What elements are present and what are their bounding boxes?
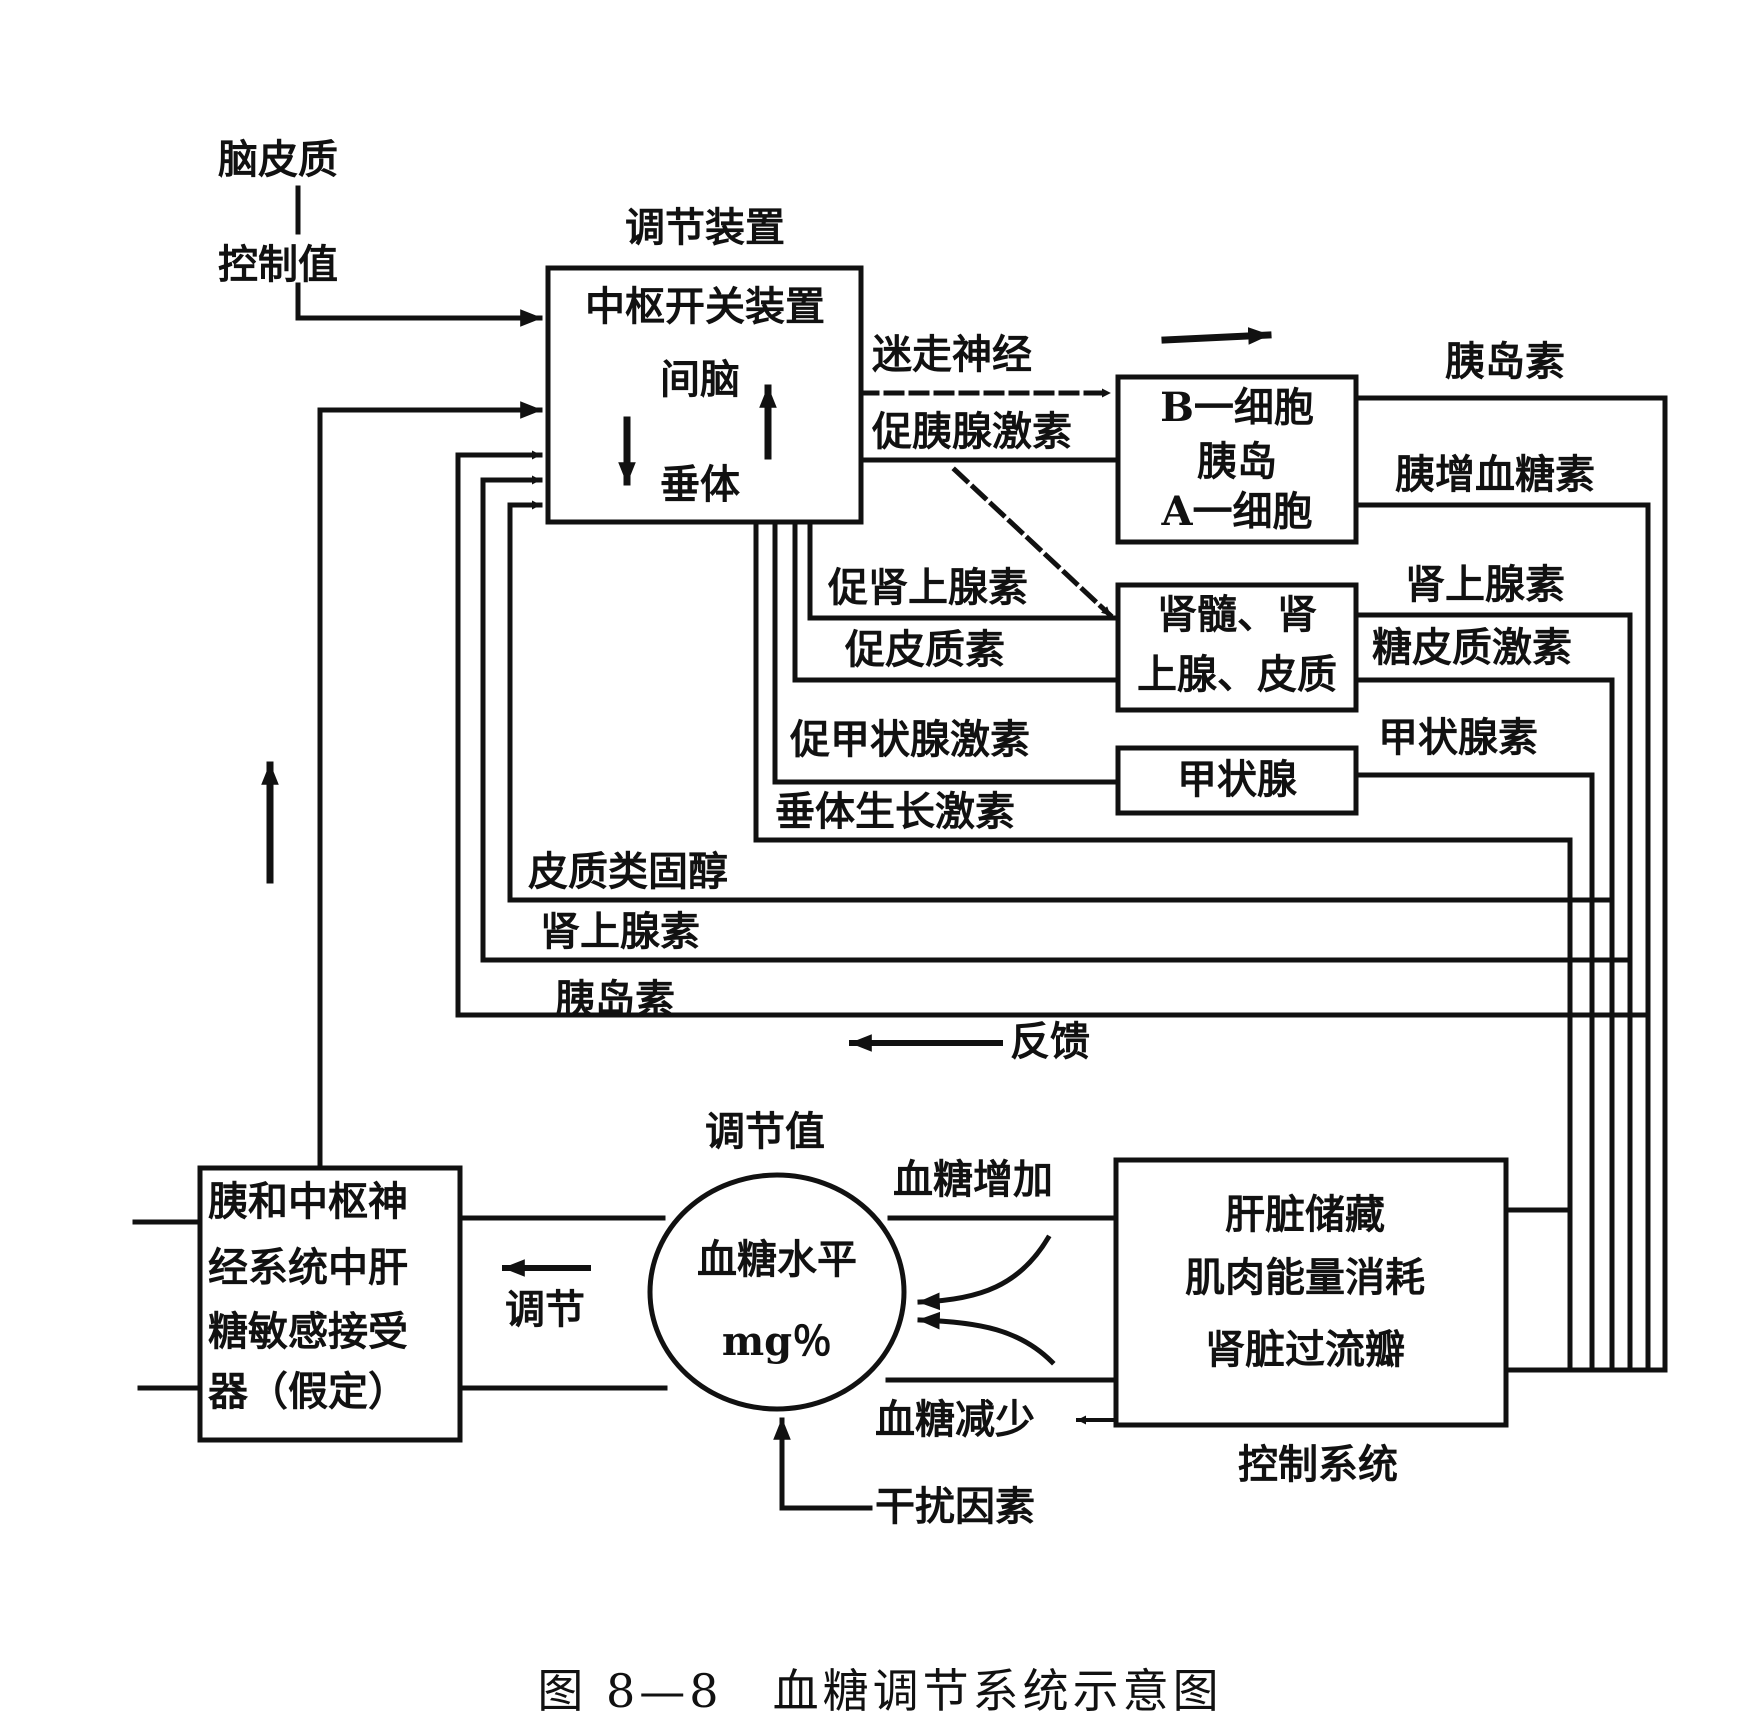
thyrotropin-line [772,519,1121,785]
control-line3: 肾脏过流瓣 [1205,1326,1405,1373]
figure-caption: 图 8—8 血糖调节系统示意图 [537,1664,1223,1718]
feedback-epinephrine-label: 肾上腺素 [540,908,700,955]
corticotropin-line [792,519,1121,683]
adrenal-line1: 肾髓、肾 [1157,591,1317,638]
glucagon-output-line [1353,502,1651,1373]
blood-sugar-line2: mg％ [721,1318,833,1365]
insulin-output-line [1353,395,1668,1373]
thyroxine-output-line [1353,772,1595,1373]
epinephrine-output-label: 肾上腺素 [1405,561,1565,608]
right-arrow-icon [1161,327,1272,345]
corticotropin-label: 促皮质素 [845,626,1005,673]
regulator-line3: 垂体 [660,461,740,508]
insulin-output-label: 胰岛素 [1445,338,1565,385]
pancreas-line3: A一细胞 [1161,488,1313,535]
blood-sugar-circle [647,1172,907,1412]
cortex-label: 脑皮质 [218,136,338,183]
adrenotropin-line [807,519,1121,621]
adrenal-dashed-arrow [951,466,1114,619]
receptor-line4: 器（假定） [208,1368,408,1415]
blood-sugar-line1: 血糖水平 [697,1236,857,1283]
decrease-label: 血糖减少 [875,1396,1035,1443]
glucocorticoid-output-label: 糖皮质激素 [1372,624,1572,671]
epinephrine-output-line [1353,612,1633,1373]
feedback-insulin-arrow [455,450,1651,1018]
control-line1: 肝脏储藏 [1225,1191,1385,1238]
control-box-frame [1113,1157,1509,1428]
thyroxine-output-label: 甲状腺素 [1378,714,1538,761]
regulator-line1: 中枢开关装置 [585,283,825,330]
adrenotropin-label: 促肾上腺素 [828,564,1028,611]
pancreas-line1: B一细胞 [1160,384,1314,431]
feedback-label: 反馈 [1010,1018,1090,1065]
pancreatotropin-label: 促胰腺激素 [872,408,1072,455]
increase-curve-arrow [917,1234,1052,1311]
growth-hormone-line [753,519,1573,1373]
regulator-title: 调节装置 [625,204,785,251]
receptor-line2: 经系统中肝 [208,1244,408,1291]
regulate-label: 调节 [505,1286,585,1333]
pancreas-line2: 胰岛 [1197,438,1277,485]
control-line2: 肌肉能量消耗 [1185,1254,1425,1301]
control-title: 控制系统 [1238,1441,1398,1488]
disturbance-arrow [773,1417,873,1511]
glucagon-output-label: 胰增血糖素 [1395,451,1595,498]
thyrotropin-label: 促甲状腺激素 [790,716,1030,763]
feedback-insulin-label: 胰岛素 [555,976,675,1023]
feedback-epinephrine-arrow [480,475,1633,963]
setpoint-to-regulator-arrow [295,282,543,327]
receptor-box-frame [197,1165,463,1443]
feedback-corticosteroid-label: 皮质类固醇 [528,848,728,895]
increase-label: 血糖增加 [893,1156,1053,1203]
regulator-line2: 间脑 [660,356,740,403]
thyroid-label: 甲状腺 [1177,756,1297,803]
receptor-to-regulator-arrow [317,401,543,1171]
receptor-line1: 胰和中枢神 [208,1178,408,1225]
disturbance-label: 干扰因素 [875,1483,1035,1530]
vagus-label: 迷走神经 [872,331,1032,378]
decrease-curve-arrow [917,1311,1056,1366]
blood-sugar-title: 调节值 [705,1108,825,1155]
growth-hormone-label: 垂体生长激素 [775,788,1015,835]
setpoint-label: 控制值 [218,241,338,288]
adrenal-box-frame [1115,582,1359,713]
glucocorticoid-output-line [1353,677,1615,1373]
receptor-line3: 糖敏感接受 [208,1308,408,1355]
adrenal-line2: 上腺、皮质 [1137,651,1337,698]
feedback-corticosteroid-arrow [507,500,1615,903]
